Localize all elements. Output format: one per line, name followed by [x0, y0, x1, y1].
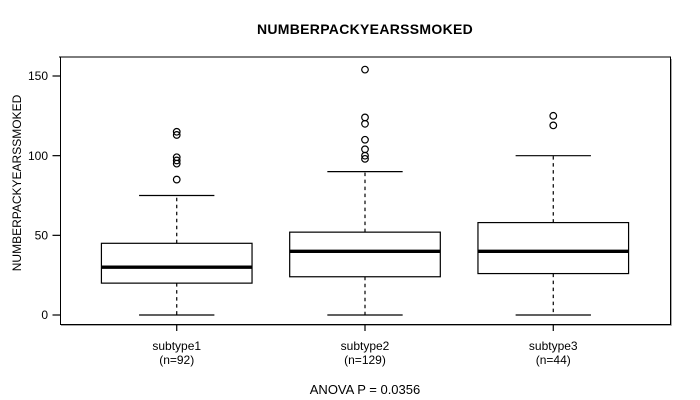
x-category-sublabel: (n=92)	[159, 353, 194, 367]
outlier-point	[172, 156, 181, 165]
outlier-point	[172, 153, 181, 162]
x-category-label: subtype3	[529, 339, 578, 353]
outlier-point	[361, 65, 369, 74]
x-category-label: subtype2	[341, 339, 390, 353]
outlier-point	[549, 121, 558, 130]
outlier-point	[361, 135, 369, 144]
outlier-point	[361, 119, 369, 128]
y-tick-label: 50	[35, 229, 49, 243]
chart-title: NUMBERPACKYEARSSMOKED	[256, 21, 474, 37]
outlier-point	[172, 175, 181, 184]
y-tick-label: 150	[28, 69, 48, 83]
y-tick-label: 0	[41, 308, 48, 322]
outlier-point	[549, 111, 558, 120]
x-category-sublabel: (n=44)	[536, 353, 571, 367]
anova-p-value: ANOVA P = 0.0356	[309, 382, 421, 397]
x-category-label: subtype1	[152, 339, 201, 353]
iqr-box	[477, 221, 630, 275]
y-tick-label: 100	[28, 149, 48, 163]
outlier-point	[361, 154, 369, 163]
x-category-sublabel: (n=129)	[344, 353, 386, 367]
outlier-point	[361, 145, 369, 154]
iqr-box	[100, 242, 253, 284]
plot-frame-shadow	[61, 59, 672, 326]
outlier-point	[361, 113, 369, 122]
outlier-point	[172, 131, 181, 139]
outlier-point	[172, 127, 181, 136]
iqr-box	[289, 231, 441, 278]
